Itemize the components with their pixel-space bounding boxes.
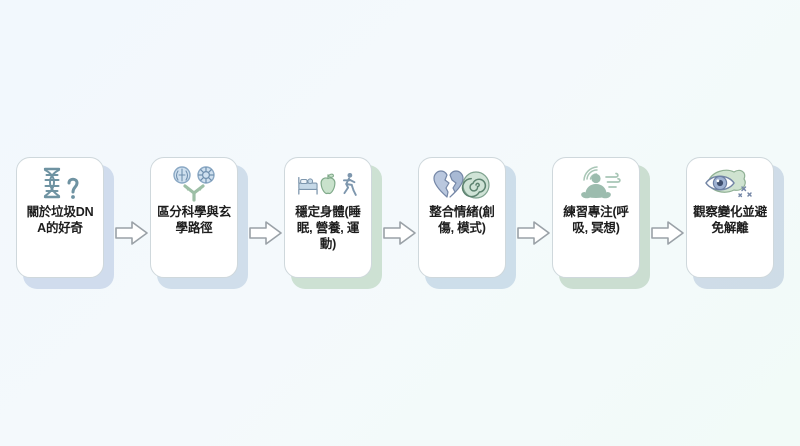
flow-node-3-label: 穩定身體(睡眠, 營養, 運動): [295, 205, 361, 251]
arrow-right-icon-2: [248, 218, 284, 248]
flow-node-5[interactable]: 練習專注(呼吸, 冥想): [552, 157, 650, 289]
flow-node-5-label: 練習專注(呼吸, 冥想): [563, 205, 629, 235]
node-box[interactable]: 區分科學與玄學路徑: [150, 157, 238, 278]
flow-node-4[interactable]: 整合情緒(創傷, 模式): [418, 157, 516, 289]
arrow-right-icon-5: [650, 218, 686, 248]
flow-node-3[interactable]: 穩定身體(睡眠, 營養, 運動): [284, 157, 382, 289]
broken-heart-spiral-icon: [431, 166, 493, 202]
flow-node-2-label: 區分科學與玄學路徑: [157, 205, 231, 235]
node-box[interactable]: 觀察變化並避免解離: [686, 157, 774, 278]
node-box[interactable]: 關於垃圾DNA的好奇: [16, 157, 104, 278]
flow-node-6-label: 觀察變化並避免解離: [693, 205, 767, 235]
node-box[interactable]: 練習專注(呼吸, 冥想): [552, 157, 640, 278]
node-box[interactable]: 穩定身體(睡眠, 營養, 運動): [284, 157, 372, 278]
meditation-breath-icon: [565, 166, 627, 202]
flow-node-4-label: 整合情緒(創傷, 模式): [429, 205, 495, 235]
arrow-right-icon-1: [114, 218, 150, 248]
eye-observe-icon: [699, 166, 761, 202]
right-spacer: [784, 223, 790, 224]
brain-mystic-fork-icon: [163, 166, 225, 202]
dna-question-icon: [29, 166, 91, 202]
flow-node-1[interactable]: 關於垃圾DNA的好奇: [16, 157, 114, 289]
flow-node-1-label: 關於垃圾DNA的好奇: [26, 205, 94, 235]
bed-apple-runner-icon: [297, 166, 359, 202]
arrow-right-icon-4: [516, 218, 552, 248]
flow-node-2[interactable]: 區分科學與玄學路徑: [150, 157, 248, 289]
arrow-right-icon-3: [382, 218, 418, 248]
node-box[interactable]: 整合情緒(創傷, 模式): [418, 157, 506, 278]
flow-node-6[interactable]: 觀察變化並避免解離: [686, 157, 784, 289]
